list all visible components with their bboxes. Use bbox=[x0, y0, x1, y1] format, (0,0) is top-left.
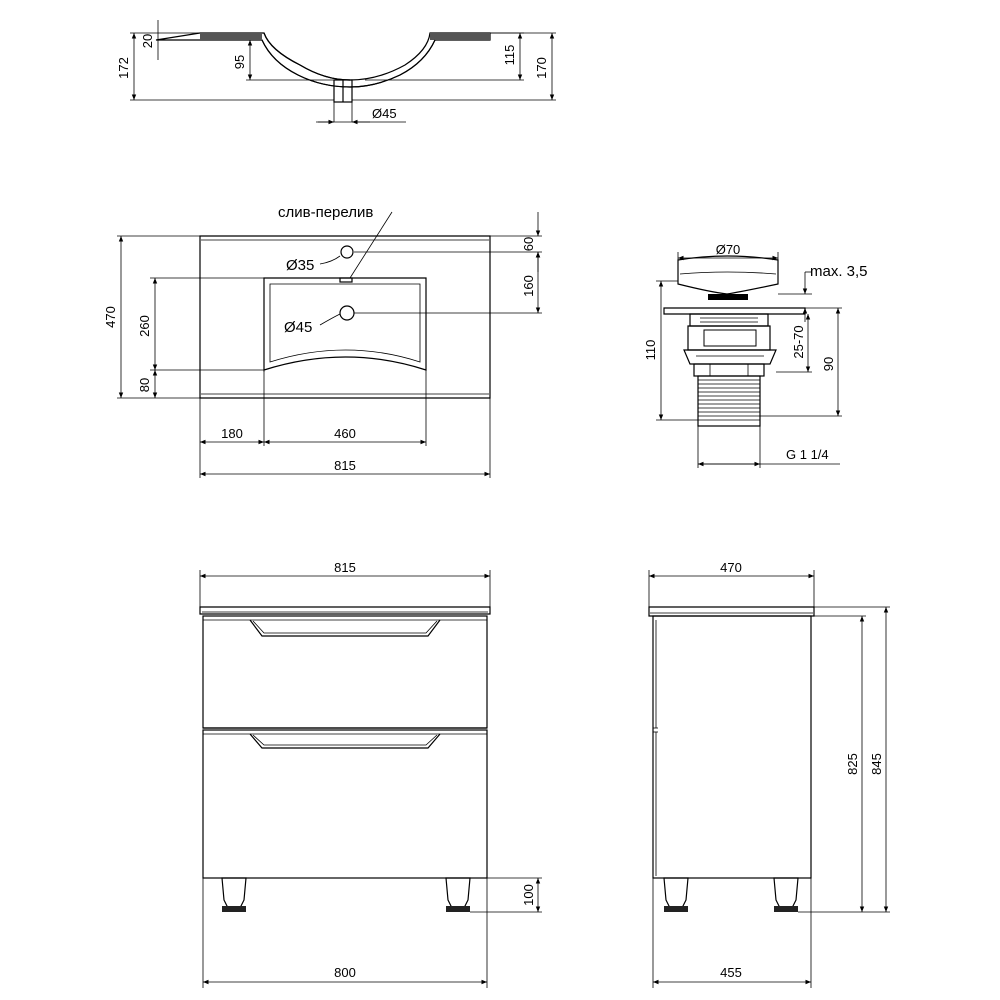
max-gap-label: max. 3,5 bbox=[810, 263, 868, 280]
front-right-leg bbox=[445, 877, 471, 909]
dim-110: 110 bbox=[643, 340, 658, 361]
dim-25-70: 25-70 bbox=[791, 325, 806, 358]
side-panel bbox=[652, 615, 812, 879]
dim-100: 100 bbox=[521, 884, 536, 906]
dim-815-top: 815 bbox=[334, 458, 356, 473]
dim-115: 115 bbox=[502, 45, 517, 66]
dim-260: 260 bbox=[137, 315, 152, 337]
dim-170: 170 bbox=[534, 57, 549, 79]
dim-815-front: 815 bbox=[334, 560, 356, 575]
dim-470-side: 470 bbox=[720, 560, 742, 575]
dim-60: 60 bbox=[521, 237, 536, 251]
basin-top-view: слив-перелив Ø35 Ø45 470 260 80 60 160 bbox=[103, 204, 542, 478]
drain-detail-view: Ø70 max. 3,5 110 25-70 90 G 1 1/4 bbox=[643, 242, 868, 468]
dim-800: 800 bbox=[334, 965, 356, 980]
dim-90: 90 bbox=[821, 357, 836, 371]
dim-825: 825 bbox=[845, 753, 860, 775]
dim-95: 95 bbox=[232, 55, 247, 69]
countertop-left-section bbox=[200, 33, 262, 40]
drain-thread bbox=[697, 375, 761, 427]
cabinet-front-view: 815 100 800 bbox=[199, 560, 542, 988]
side-back-leg bbox=[773, 877, 799, 909]
dim-845: 845 bbox=[869, 753, 884, 775]
side-front-leg bbox=[663, 877, 689, 909]
cabinet-side-view: 470 825 845 455 bbox=[648, 560, 890, 988]
overflow-slot bbox=[339, 277, 353, 283]
lower-drawer bbox=[202, 729, 488, 879]
drain-stem bbox=[708, 294, 748, 300]
dim-20: 20 bbox=[140, 34, 155, 48]
dim-460: 460 bbox=[334, 426, 356, 441]
thread-label: G 1 1/4 bbox=[786, 447, 829, 462]
drain-hole bbox=[339, 305, 355, 321]
countertop-right-section bbox=[430, 33, 490, 40]
dim-d70: Ø70 bbox=[716, 242, 741, 257]
faucet-hole bbox=[340, 245, 354, 259]
dim-470-top: 470 bbox=[103, 306, 118, 328]
dim-455: 455 bbox=[720, 965, 742, 980]
dim-160: 160 bbox=[521, 275, 536, 297]
drain-cap bbox=[677, 255, 779, 295]
dim-80: 80 bbox=[137, 378, 152, 392]
dim-d45-profile: Ø45 bbox=[372, 106, 397, 121]
dim-d35: Ø35 bbox=[286, 257, 314, 274]
dim-d45-top: Ø45 bbox=[284, 319, 312, 336]
basin-profile-view: 172 20 95 115 170 Ø45 bbox=[116, 20, 556, 125]
front-left-leg bbox=[221, 877, 247, 909]
dim-172: 172 bbox=[116, 57, 131, 79]
overflow-label: слив-перелив bbox=[278, 204, 373, 221]
dim-180: 180 bbox=[221, 426, 243, 441]
